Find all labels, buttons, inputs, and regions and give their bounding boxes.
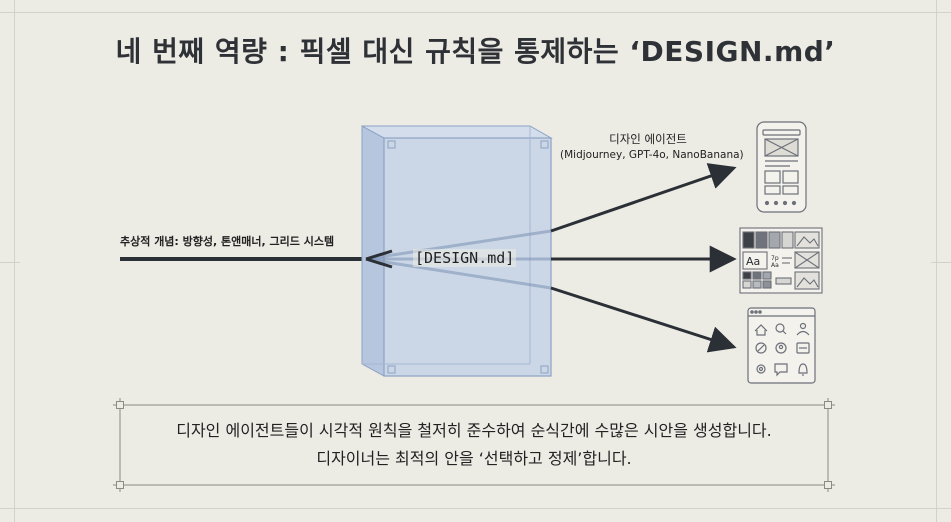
caption-corner-br (824, 481, 832, 489)
svg-text:Aa: Aa (746, 255, 760, 268)
caption-corner-tr (824, 401, 832, 409)
guide-line-left (14, 0, 15, 522)
arrow-to-icon-set (550, 286, 737, 353)
caption-corner-bl (116, 481, 124, 489)
design-md-label: [DESIGN.md] (413, 249, 517, 267)
caption-line-2: 디자이너는 최적의 안을 ‘선택하고 정제’합니다. (316, 449, 632, 468)
caption-line-1: 디자인 에이전트들이 시각적 원칙을 철저히 준수하여 순식간에 수많은 시안을… (176, 421, 772, 440)
agent-label-title: 디자인 에이전트 (609, 132, 687, 146)
guide-line-bottom (0, 508, 951, 509)
guide-line-right (936, 0, 937, 522)
fan-out (365, 249, 393, 269)
agent-label: 디자인 에이전트 (Midjourney, GPT-4o, NanoBanana… (560, 131, 744, 163)
guide-line-mid (0, 262, 20, 263)
caption: 디자인 에이전트들이 시각적 원칙을 철저히 준수하여 순식간에 수많은 시안을… (118, 405, 830, 485)
caption-corner-tl (116, 401, 124, 409)
svg-text:Aa: Aa (771, 262, 779, 269)
caption-frame (113, 398, 835, 492)
svg-text:7p: 7p (771, 255, 779, 262)
guide-line-top (0, 12, 951, 13)
mobile-wireframe-icon (756, 121, 807, 213)
input-label: 추상적 개념: 방향성, 톤앤매너, 그리드 시스템 (120, 235, 335, 248)
agent-label-subtitle: (Midjourney, GPT-4o, NanoBanana) (560, 149, 744, 161)
arrow-to-mobile (550, 163, 737, 233)
guide-line-mid-right (931, 262, 951, 263)
icon-set-icon (747, 307, 816, 384)
style-tile-icon (739, 227, 823, 294)
page-title: 네 번째 역량 : 픽셀 대신 규칙을 통제하는 ‘DESIGN.md’ (115, 35, 836, 68)
